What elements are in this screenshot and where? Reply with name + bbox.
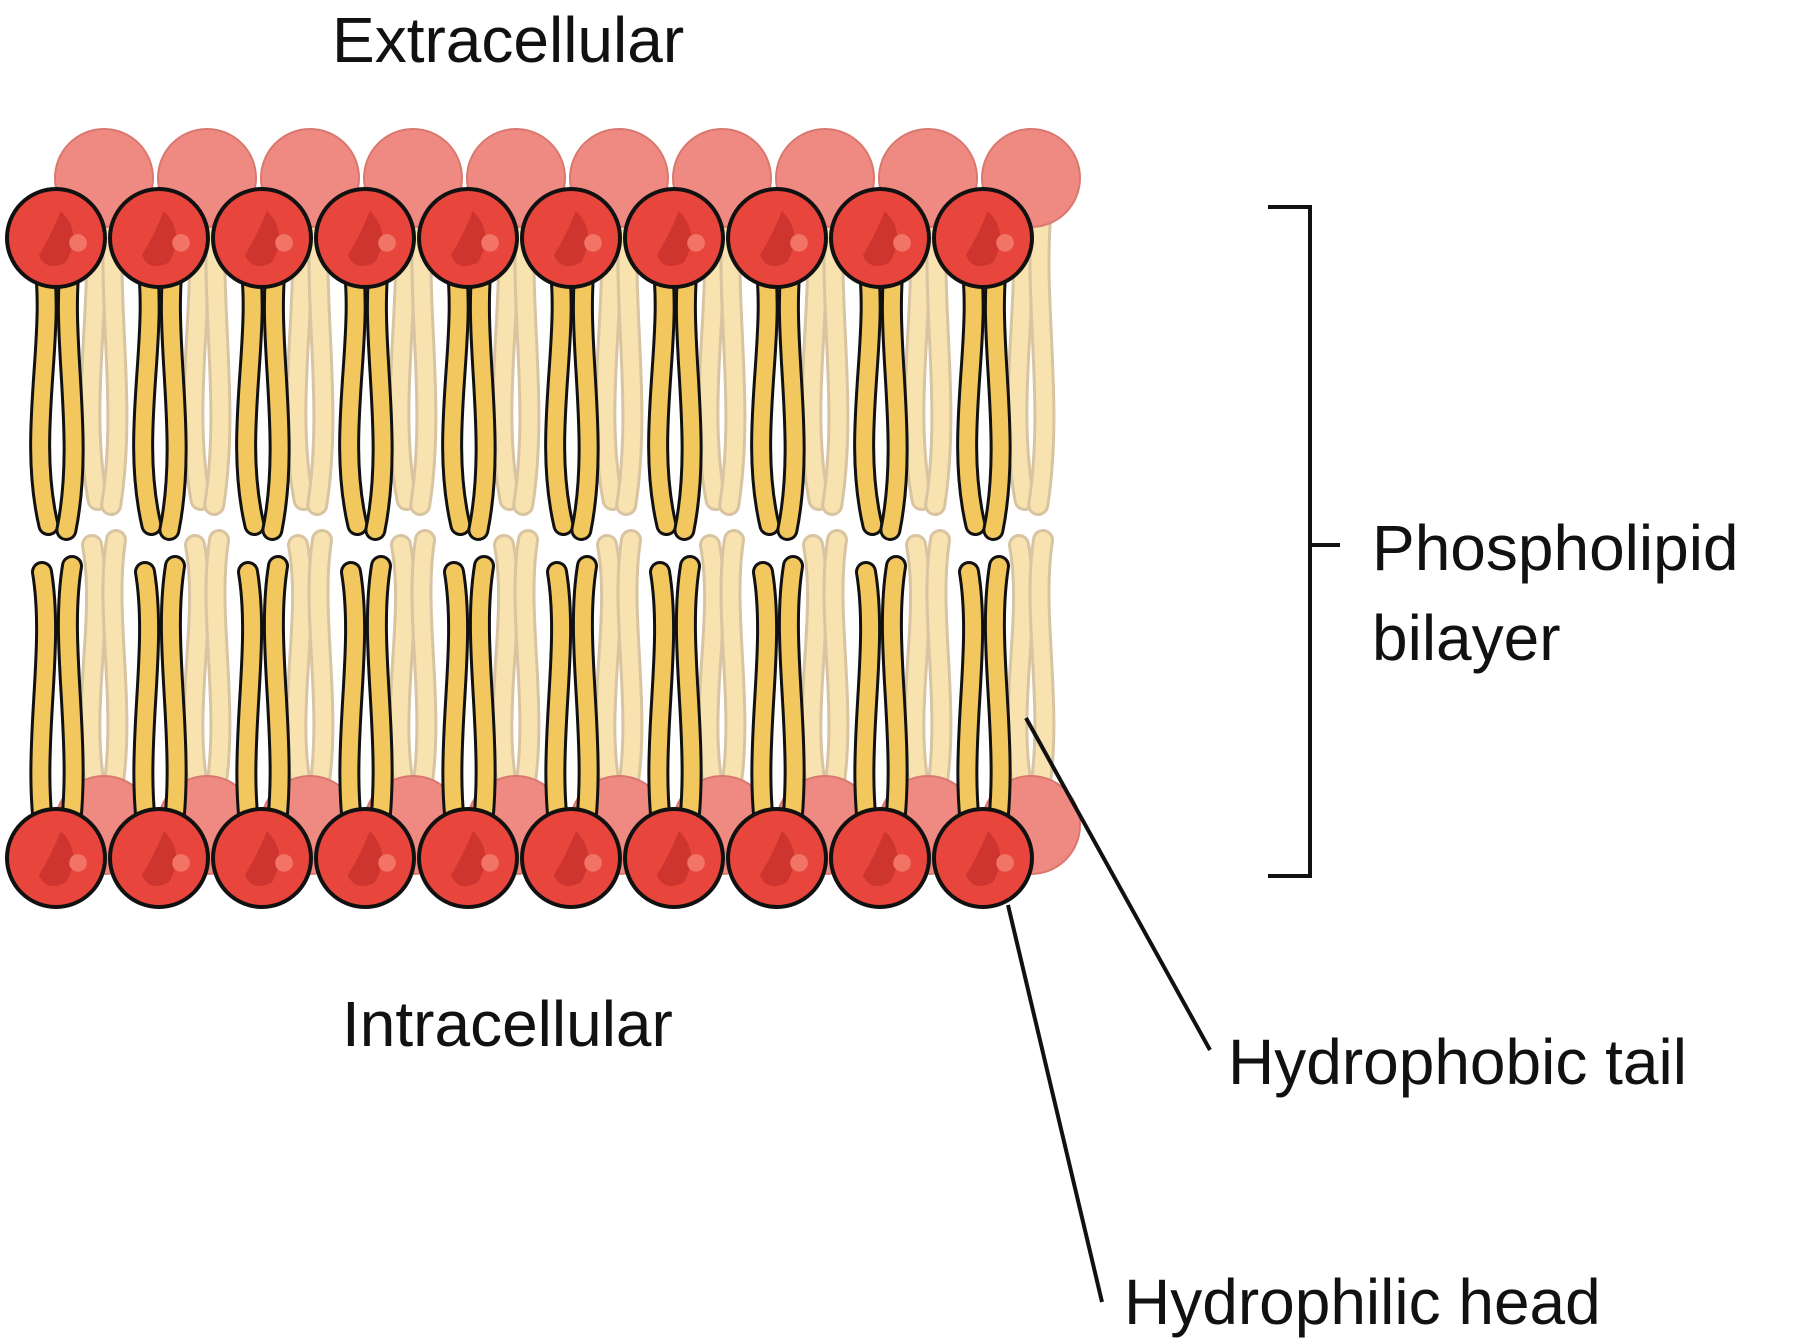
bottom-head-2-shine <box>275 854 293 872</box>
back-bottom-tail-9b <box>1030 532 1053 808</box>
back-bottom-tail-9a <box>1009 537 1033 808</box>
back-bottom-tail-2a <box>288 537 312 808</box>
back-bottom-tail-5b <box>618 532 641 808</box>
top-head-1-shine <box>172 234 190 252</box>
top-tail-7a <box>753 242 778 533</box>
back-bottom-tail-8b <box>927 532 950 808</box>
intracellular-label: Intracellular <box>342 988 673 1060</box>
extracellular-label: Extracellular <box>332 4 684 76</box>
top-tail-5a <box>547 242 572 533</box>
top-head-1-shade <box>141 211 177 267</box>
top-head-2-shade <box>244 211 280 267</box>
bottom-head-3-shine <box>378 854 396 872</box>
top-head-0-shade <box>38 211 74 267</box>
back-top-tail-9b <box>1030 192 1053 513</box>
bottom-head-0-shade <box>38 831 74 887</box>
top-head-4-shade <box>450 211 486 267</box>
bottom-head-8-shine <box>893 854 911 872</box>
back-bottom-tail-3a <box>391 537 415 808</box>
top-head-2-shine <box>275 234 293 252</box>
hydrophobic-tail-label: Hydrophobic tail <box>1228 1026 1687 1098</box>
back-bottom-tail-4b <box>515 532 538 808</box>
back-bottom-tail-7b <box>824 532 847 808</box>
bottom-head-2-shade <box>244 831 280 887</box>
back-bottom-tail-3b <box>412 532 435 808</box>
top-head-4-shine <box>481 234 499 252</box>
top-tail-0a <box>32 242 57 533</box>
top-head-6-shine <box>687 234 705 252</box>
bottom-head-8-shade <box>862 831 898 887</box>
bottom-head-0-shine <box>69 854 87 872</box>
bottom-head-7-shine <box>790 854 808 872</box>
hydrophilic-head-label: Hydrophilic head <box>1124 1266 1601 1338</box>
top-head-3-shine <box>378 234 396 252</box>
top-tail-4b <box>470 242 494 538</box>
back-bottom-tail-5a <box>597 537 621 808</box>
bilayer-label-line2: bilayer <box>1372 602 1561 674</box>
top-head-3-shade <box>347 211 383 267</box>
head-leader-line <box>1006 904 1104 1303</box>
back-bottom-tail-1a <box>185 537 209 808</box>
bottom-head-7-shade <box>759 831 795 887</box>
top-tail-6b <box>676 242 700 538</box>
top-tail-0b <box>58 242 82 538</box>
bottom-head-6-shade <box>656 831 692 887</box>
bottom-head-3-shade <box>347 831 383 887</box>
back-bottom-tail-0a <box>82 537 106 808</box>
top-tail-9a <box>959 242 984 533</box>
top-head-6-shade <box>656 211 692 267</box>
top-tail-3b <box>367 242 391 538</box>
top-head-8-shine <box>893 234 911 252</box>
back-bottom-tail-6b <box>721 532 744 808</box>
top-tail-4a <box>444 242 469 533</box>
top-tail-8a <box>856 242 881 533</box>
top-head-5-shine <box>584 234 602 252</box>
back-bottom-tail-2b <box>309 532 332 808</box>
top-head-0-shine <box>69 234 87 252</box>
back-bottom-tail-0b <box>103 532 126 808</box>
top-tail-3a <box>341 242 366 533</box>
back-bottom-tail-7a <box>803 537 827 808</box>
top-head-7-shade <box>759 211 795 267</box>
back-bottom-tail-1b <box>206 532 229 808</box>
bilayer-bracket <box>1268 205 1340 878</box>
back-bottom-tail-4a <box>494 537 518 808</box>
top-tail-8b <box>882 242 906 538</box>
top-tail-2a <box>238 242 263 533</box>
bottom-head-9-shine <box>996 854 1014 872</box>
top-tail-1b <box>161 242 185 538</box>
top-head-8-shade <box>862 211 898 267</box>
bottom-head-4-shine <box>481 854 499 872</box>
top-tail-2b <box>264 242 288 538</box>
bottom-head-5-shade <box>553 831 589 887</box>
top-head-9-shade <box>965 211 1001 267</box>
back-bottom-tail-6a <box>700 537 724 808</box>
bilayer-label-line1: Phospholipid <box>1372 512 1739 584</box>
top-tail-7b <box>779 242 803 538</box>
tail-leader-line <box>1024 717 1212 1051</box>
front-row-phospholipids <box>5 187 1034 909</box>
bottom-head-6-shine <box>687 854 705 872</box>
bottom-head-1-shine <box>172 854 190 872</box>
bottom-head-1-shade <box>141 831 177 887</box>
top-head-9-shine <box>996 234 1014 252</box>
top-head-7-shine <box>790 234 808 252</box>
bottom-head-9-shade <box>965 831 1001 887</box>
bottom-head-5-shine <box>584 854 602 872</box>
top-tail-6a <box>650 242 675 533</box>
top-head-5-shade <box>553 211 589 267</box>
bottom-head-4-shade <box>450 831 486 887</box>
top-tail-9b <box>985 242 1009 538</box>
top-tail-1a <box>135 242 160 533</box>
back-bottom-tail-8a <box>906 537 930 808</box>
top-tail-5b <box>573 242 597 538</box>
